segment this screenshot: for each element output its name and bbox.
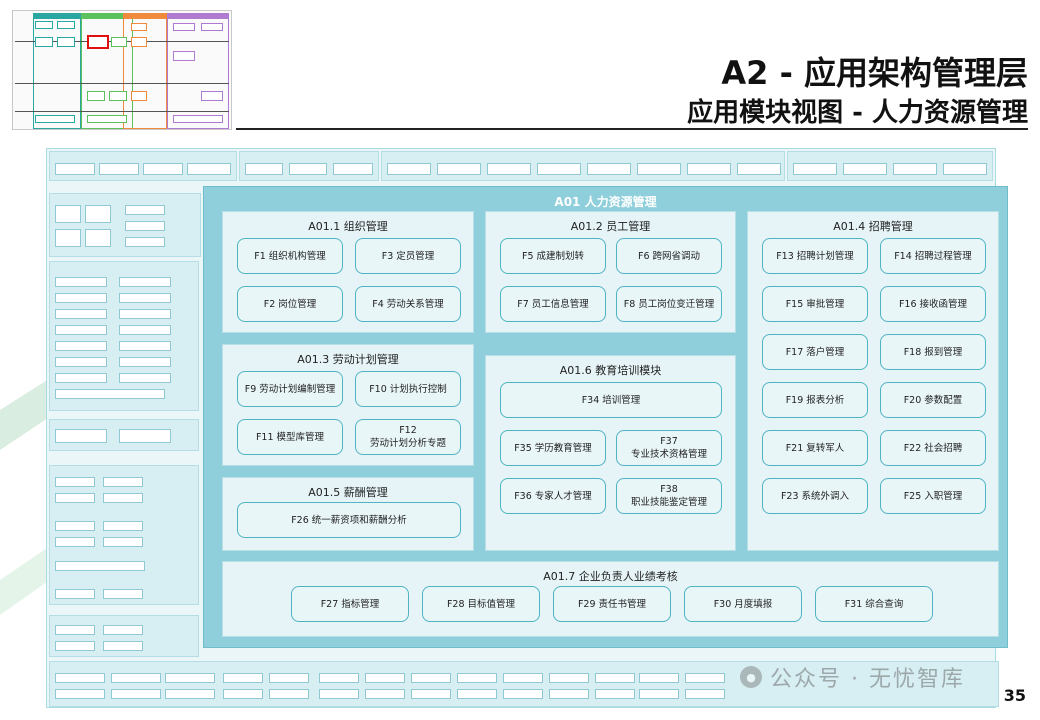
module-box[interactable]: F37 专业技术资格管理 <box>616 430 722 466</box>
module-box[interactable]: F20 参数配置 <box>880 382 986 418</box>
module-box[interactable]: F1 组织机构管理 <box>237 238 343 274</box>
section-labor-planning: A01.3 劳动计划管理 F9 劳动计划编制管理 F10 计划执行控制 F11 … <box>222 344 474 466</box>
section-title: A01.3 劳动计划管理 <box>297 353 399 366</box>
main-panel-title: A01 人力资源管理 <box>554 195 657 209</box>
module-box[interactable]: F38 职业技能鉴定管理 <box>616 478 722 514</box>
module-box[interactable]: F28 目标值管理 <box>422 586 540 622</box>
module-box[interactable]: F15 审批管理 <box>762 286 868 322</box>
section-recruitment: A01.4 招聘管理 F13 招聘计划管理 F14 招聘过程管理 F15 审批管… <box>747 211 999 551</box>
module-box[interactable]: F16 接收函管理 <box>880 286 986 322</box>
watermark: ● 公众号 · 无忧智库 <box>740 662 965 692</box>
module-box[interactable]: F34 培训管理 <box>500 382 722 418</box>
main-module-panel: A01 人力资源管理 A01.1 组织管理 F1 组织机构管理 F3 定员管理 … <box>203 186 1008 648</box>
module-box[interactable]: F12 劳动计划分析专题 <box>355 419 461 455</box>
section-executive-performance: A01.7 企业负责人业绩考核 F27 指标管理 F28 目标值管理 F29 责… <box>222 561 999 637</box>
module-box[interactable]: F29 责任书管理 <box>553 586 671 622</box>
module-box[interactable]: F31 综合查询 <box>815 586 933 622</box>
module-box[interactable]: F14 招聘过程管理 <box>880 238 986 274</box>
thumbnail-navigator[interactable] <box>12 10 232 130</box>
module-box[interactable]: F4 劳动关系管理 <box>355 286 461 322</box>
module-box[interactable]: F23 系统外调入 <box>762 478 868 514</box>
module-box[interactable]: F17 落户管理 <box>762 334 868 370</box>
page-title: A2 - 应用架构管理层 <box>721 54 1028 92</box>
page-subtitle: 应用模块视图 - 人力资源管理 <box>687 98 1028 128</box>
section-compensation: A01.5 薪酬管理 F26 统一薪资项和薪酬分析 <box>222 477 474 551</box>
module-box[interactable]: F9 劳动计划编制管理 <box>237 371 343 407</box>
section-title: A01.5 薪酬管理 <box>308 486 388 499</box>
module-box[interactable]: F3 定员管理 <box>355 238 461 274</box>
module-box[interactable]: F11 模型库管理 <box>237 419 343 455</box>
module-box[interactable]: F35 学历教育管理 <box>500 430 606 466</box>
section-title: A01.2 员工管理 <box>570 220 651 233</box>
module-box[interactable]: F5 成建制划转 <box>500 238 606 274</box>
module-box[interactable]: F2 岗位管理 <box>237 286 343 322</box>
section-title: A01.6 教育培训模块 <box>559 364 662 377</box>
section-education-training: A01.6 教育培训模块 F34 培训管理 F35 学历教育管理 F37 专业技… <box>485 355 736 551</box>
module-box[interactable]: F7 员工信息管理 <box>500 286 606 322</box>
module-box[interactable]: F10 计划执行控制 <box>355 371 461 407</box>
watermark-text: 公众号 · 无忧智库 <box>770 667 965 692</box>
module-box[interactable]: F6 跨网省调动 <box>616 238 722 274</box>
section-title: A01.7 企业负责人业绩考核 <box>543 570 678 583</box>
module-box[interactable]: F19 报表分析 <box>762 382 868 418</box>
module-box[interactable]: F22 社会招聘 <box>880 430 986 466</box>
module-box[interactable]: F30 月度填报 <box>684 586 802 622</box>
section-org-management: A01.1 组织管理 F1 组织机构管理 F3 定员管理 F2 岗位管理 F4 … <box>222 211 474 333</box>
module-box[interactable]: F8 员工岗位变迁管理 <box>616 286 722 322</box>
module-box[interactable]: F27 指标管理 <box>291 586 409 622</box>
module-box[interactable]: F36 专家人才管理 <box>500 478 606 514</box>
module-box[interactable]: F26 统一薪资项和薪酬分析 <box>237 502 461 538</box>
module-box[interactable]: F18 报到管理 <box>880 334 986 370</box>
thumbnail-highlight <box>87 35 109 49</box>
section-title: A01.1 组织管理 <box>308 220 388 233</box>
page-number: 35 <box>1003 686 1026 705</box>
wechat-icon: ● <box>740 666 762 688</box>
section-title: A01.4 招聘管理 <box>833 220 913 233</box>
section-employee-management: A01.2 员工管理 F5 成建制划转 F6 跨网省调动 F7 员工信息管理 F… <box>485 211 736 333</box>
module-box[interactable]: F25 入职管理 <box>880 478 986 514</box>
module-box[interactable]: F21 复转军人 <box>762 430 868 466</box>
title-divider <box>236 128 1028 130</box>
module-box[interactable]: F13 招聘计划管理 <box>762 238 868 274</box>
